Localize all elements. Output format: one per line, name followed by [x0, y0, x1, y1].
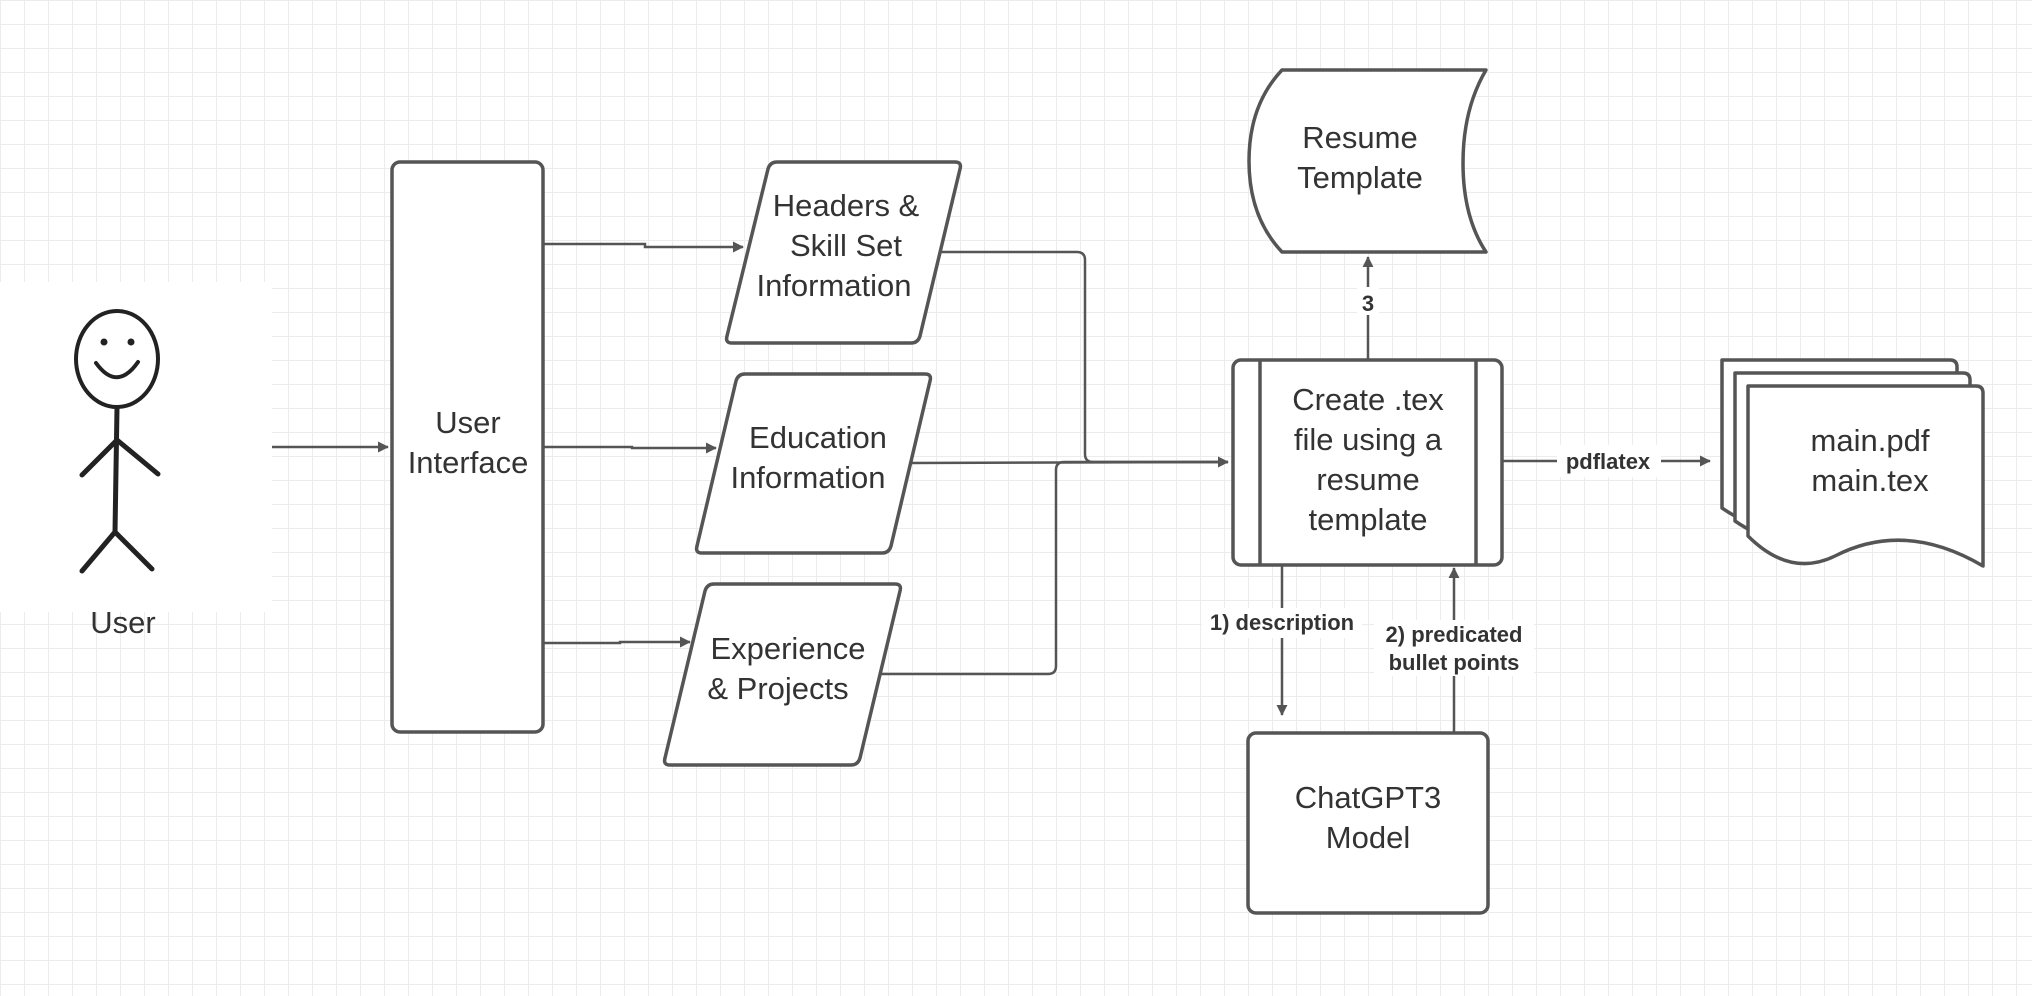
education-node[interactable]: Education Information: [694, 372, 933, 555]
create-label-line-2: file using a: [1294, 422, 1443, 457]
pdflatex-label-bg: [1557, 445, 1661, 477]
edge-ui-to-headers[interactable]: [543, 241, 744, 253]
resume-template-storage-node[interactable]: Resume Template: [1247, 68, 1488, 254]
headers-label-line-2: Skill Set: [790, 228, 902, 263]
user-interface-node[interactable]: User Interface: [390, 160, 545, 734]
headers-label-line-3: Information: [756, 268, 911, 303]
edge-headers-to-create[interactable]: [940, 250, 1229, 468]
description-label: 1) description: [1210, 610, 1354, 635]
user-interface-label-line-1: User: [435, 405, 500, 440]
bullets-label-line-1: 2) predicated: [1386, 622, 1523, 647]
user-actor-icon[interactable]: [74, 309, 161, 574]
experience-projects-node[interactable]: Experience & Projects: [662, 582, 903, 767]
create-label-line-1: Create .tex: [1292, 382, 1444, 417]
education-label-line-1: Education: [749, 420, 887, 455]
description-label-bg: [1202, 608, 1362, 638]
output-documents-node[interactable]: main.pdf main.tex: [1720, 358, 1985, 568]
create-label-line-4: template: [1309, 502, 1428, 537]
output-label-line-2: main.tex: [1811, 463, 1929, 498]
edge-ui-to-education[interactable]: [543, 442, 717, 454]
create-label-line-3: resume: [1316, 462, 1419, 497]
education-label-line-2: Information: [730, 460, 885, 495]
experience-label-line-2: & Projects: [707, 671, 848, 706]
create-tex-process-node[interactable]: Create .tex file using a resume template: [1231, 358, 1504, 567]
chatgpt-model-node[interactable]: ChatGPT3 Model: [1246, 731, 1490, 915]
output-label-line-1: main.pdf: [1811, 423, 1930, 458]
headers-skillset-node[interactable]: Headers & Skill Set Information: [724, 160, 963, 345]
step3-label: 3: [1362, 291, 1374, 316]
bullets-label-line-2: bullet points: [1389, 650, 1520, 675]
edge-experience-to-create[interactable]: [879, 460, 1228, 676]
user-label: User: [90, 605, 155, 640]
pdflatex-label: pdflatex: [1566, 449, 1651, 474]
chatgpt-label-line-2: Model: [1326, 820, 1410, 855]
bullets-label-bg: [1374, 620, 1534, 676]
edge-ui-to-experience[interactable]: [543, 636, 691, 648]
user-interface-label-line-2: Interface: [408, 445, 529, 480]
template-label-line-1: Resume: [1302, 120, 1417, 155]
experience-label-line-1: Experience: [710, 631, 865, 666]
chatgpt-label-line-1: ChatGPT3: [1295, 780, 1441, 815]
template-label-line-2: Template: [1297, 160, 1423, 195]
headers-label-line-1: Headers &: [773, 188, 920, 223]
step3-label-bg: [1357, 287, 1379, 315]
